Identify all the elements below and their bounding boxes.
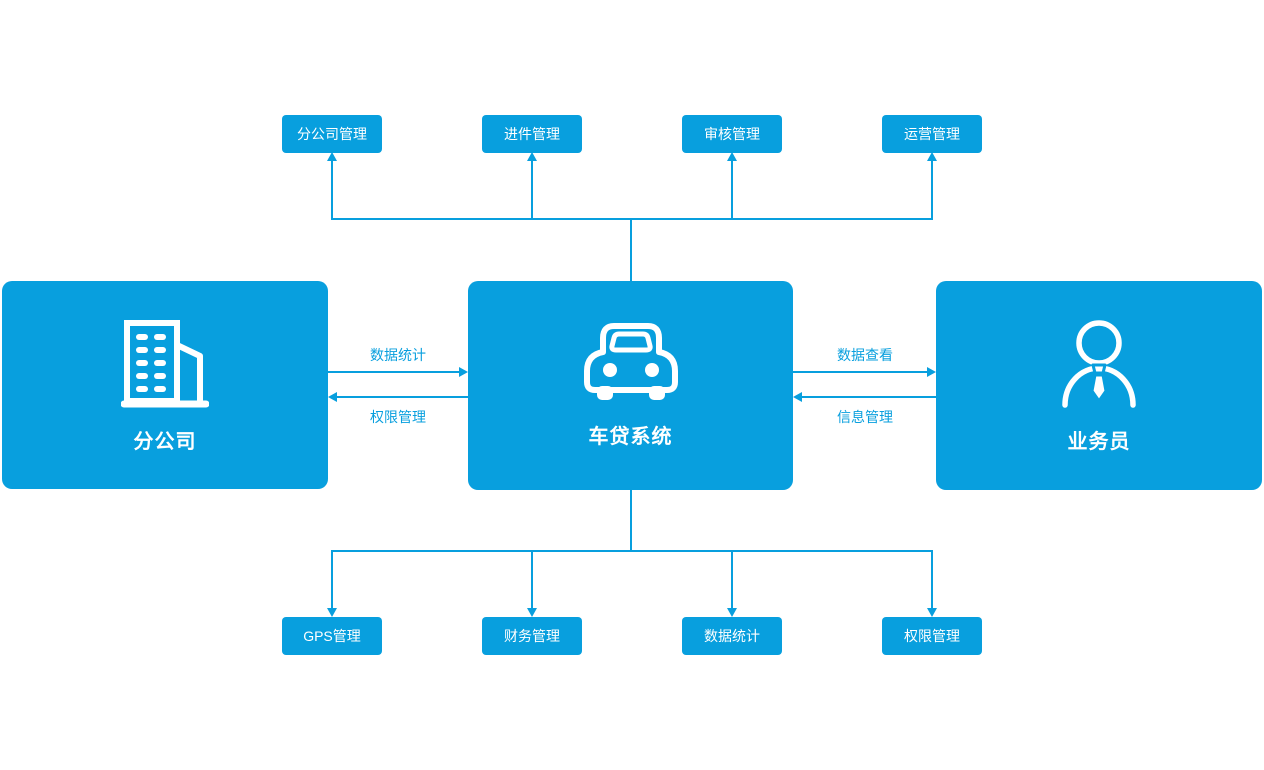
module-finance-management: 财务管理: [482, 617, 582, 655]
flow-label-information-management: 信息管理: [837, 409, 893, 425]
arrow-right-icon: [459, 367, 468, 377]
top-connector-branch-1: [331, 160, 333, 219]
arrow-left-icon: [328, 392, 337, 402]
flow-label-permission-management: 权限管理: [370, 409, 426, 425]
module-audit-management: 审核管理: [682, 115, 782, 153]
arrow-up-icon: [327, 152, 337, 161]
flow-label-data-view: 数据查看: [837, 347, 893, 363]
arrow-down-icon: [927, 608, 937, 617]
top-connector-hline: [331, 218, 933, 220]
bottom-connector-branch-1: [331, 551, 333, 609]
bottom-connector-branch-4: [931, 551, 933, 609]
arrow-information-management: [802, 396, 936, 398]
node-salesperson: 业务员: [936, 281, 1262, 490]
arrow-data-statistics: [328, 371, 460, 373]
arrow-up-icon: [727, 152, 737, 161]
node-car-loan-system: 车贷系统: [468, 281, 793, 490]
arrow-right-icon: [927, 367, 936, 377]
node-label-branch-company: 分公司: [133, 430, 197, 453]
module-branch-company-management: 分公司管理: [282, 115, 382, 153]
module-permission-management: 权限管理: [882, 617, 982, 655]
person-icon: [1053, 317, 1145, 409]
arrow-data-view: [793, 371, 927, 373]
top-connector-stem: [630, 218, 632, 281]
top-connector-branch-2: [531, 160, 533, 219]
module-data-statistics: 数据统计: [682, 617, 782, 655]
car-icon: [583, 322, 679, 404]
node-branch-company: 分公司: [2, 281, 328, 489]
module-operations-management: 运营管理: [882, 115, 982, 153]
bottom-connector-stem: [630, 490, 632, 551]
bottom-connector-branch-3: [731, 551, 733, 609]
arrow-down-icon: [327, 608, 337, 617]
flow-label-data-statistics: 数据统计: [370, 347, 426, 363]
arrow-up-icon: [927, 152, 937, 161]
arrow-left-icon: [793, 392, 802, 402]
arrow-down-icon: [527, 608, 537, 617]
node-label-car-loan-system: 车贷系统: [588, 426, 673, 448]
module-gps-management: GPS管理: [282, 617, 382, 655]
module-intake-management: 进件管理: [482, 115, 582, 153]
building-icon: [121, 317, 209, 409]
arrow-down-icon: [727, 608, 737, 617]
bottom-connector-branch-2: [531, 551, 533, 609]
arrow-permission-management-left: [336, 396, 468, 398]
bottom-connector-hline: [331, 550, 933, 552]
node-label-salesperson: 业务员: [1067, 431, 1131, 453]
arrow-up-icon: [527, 152, 537, 161]
top-connector-branch-3: [731, 160, 733, 219]
top-connector-branch-4: [931, 160, 933, 219]
